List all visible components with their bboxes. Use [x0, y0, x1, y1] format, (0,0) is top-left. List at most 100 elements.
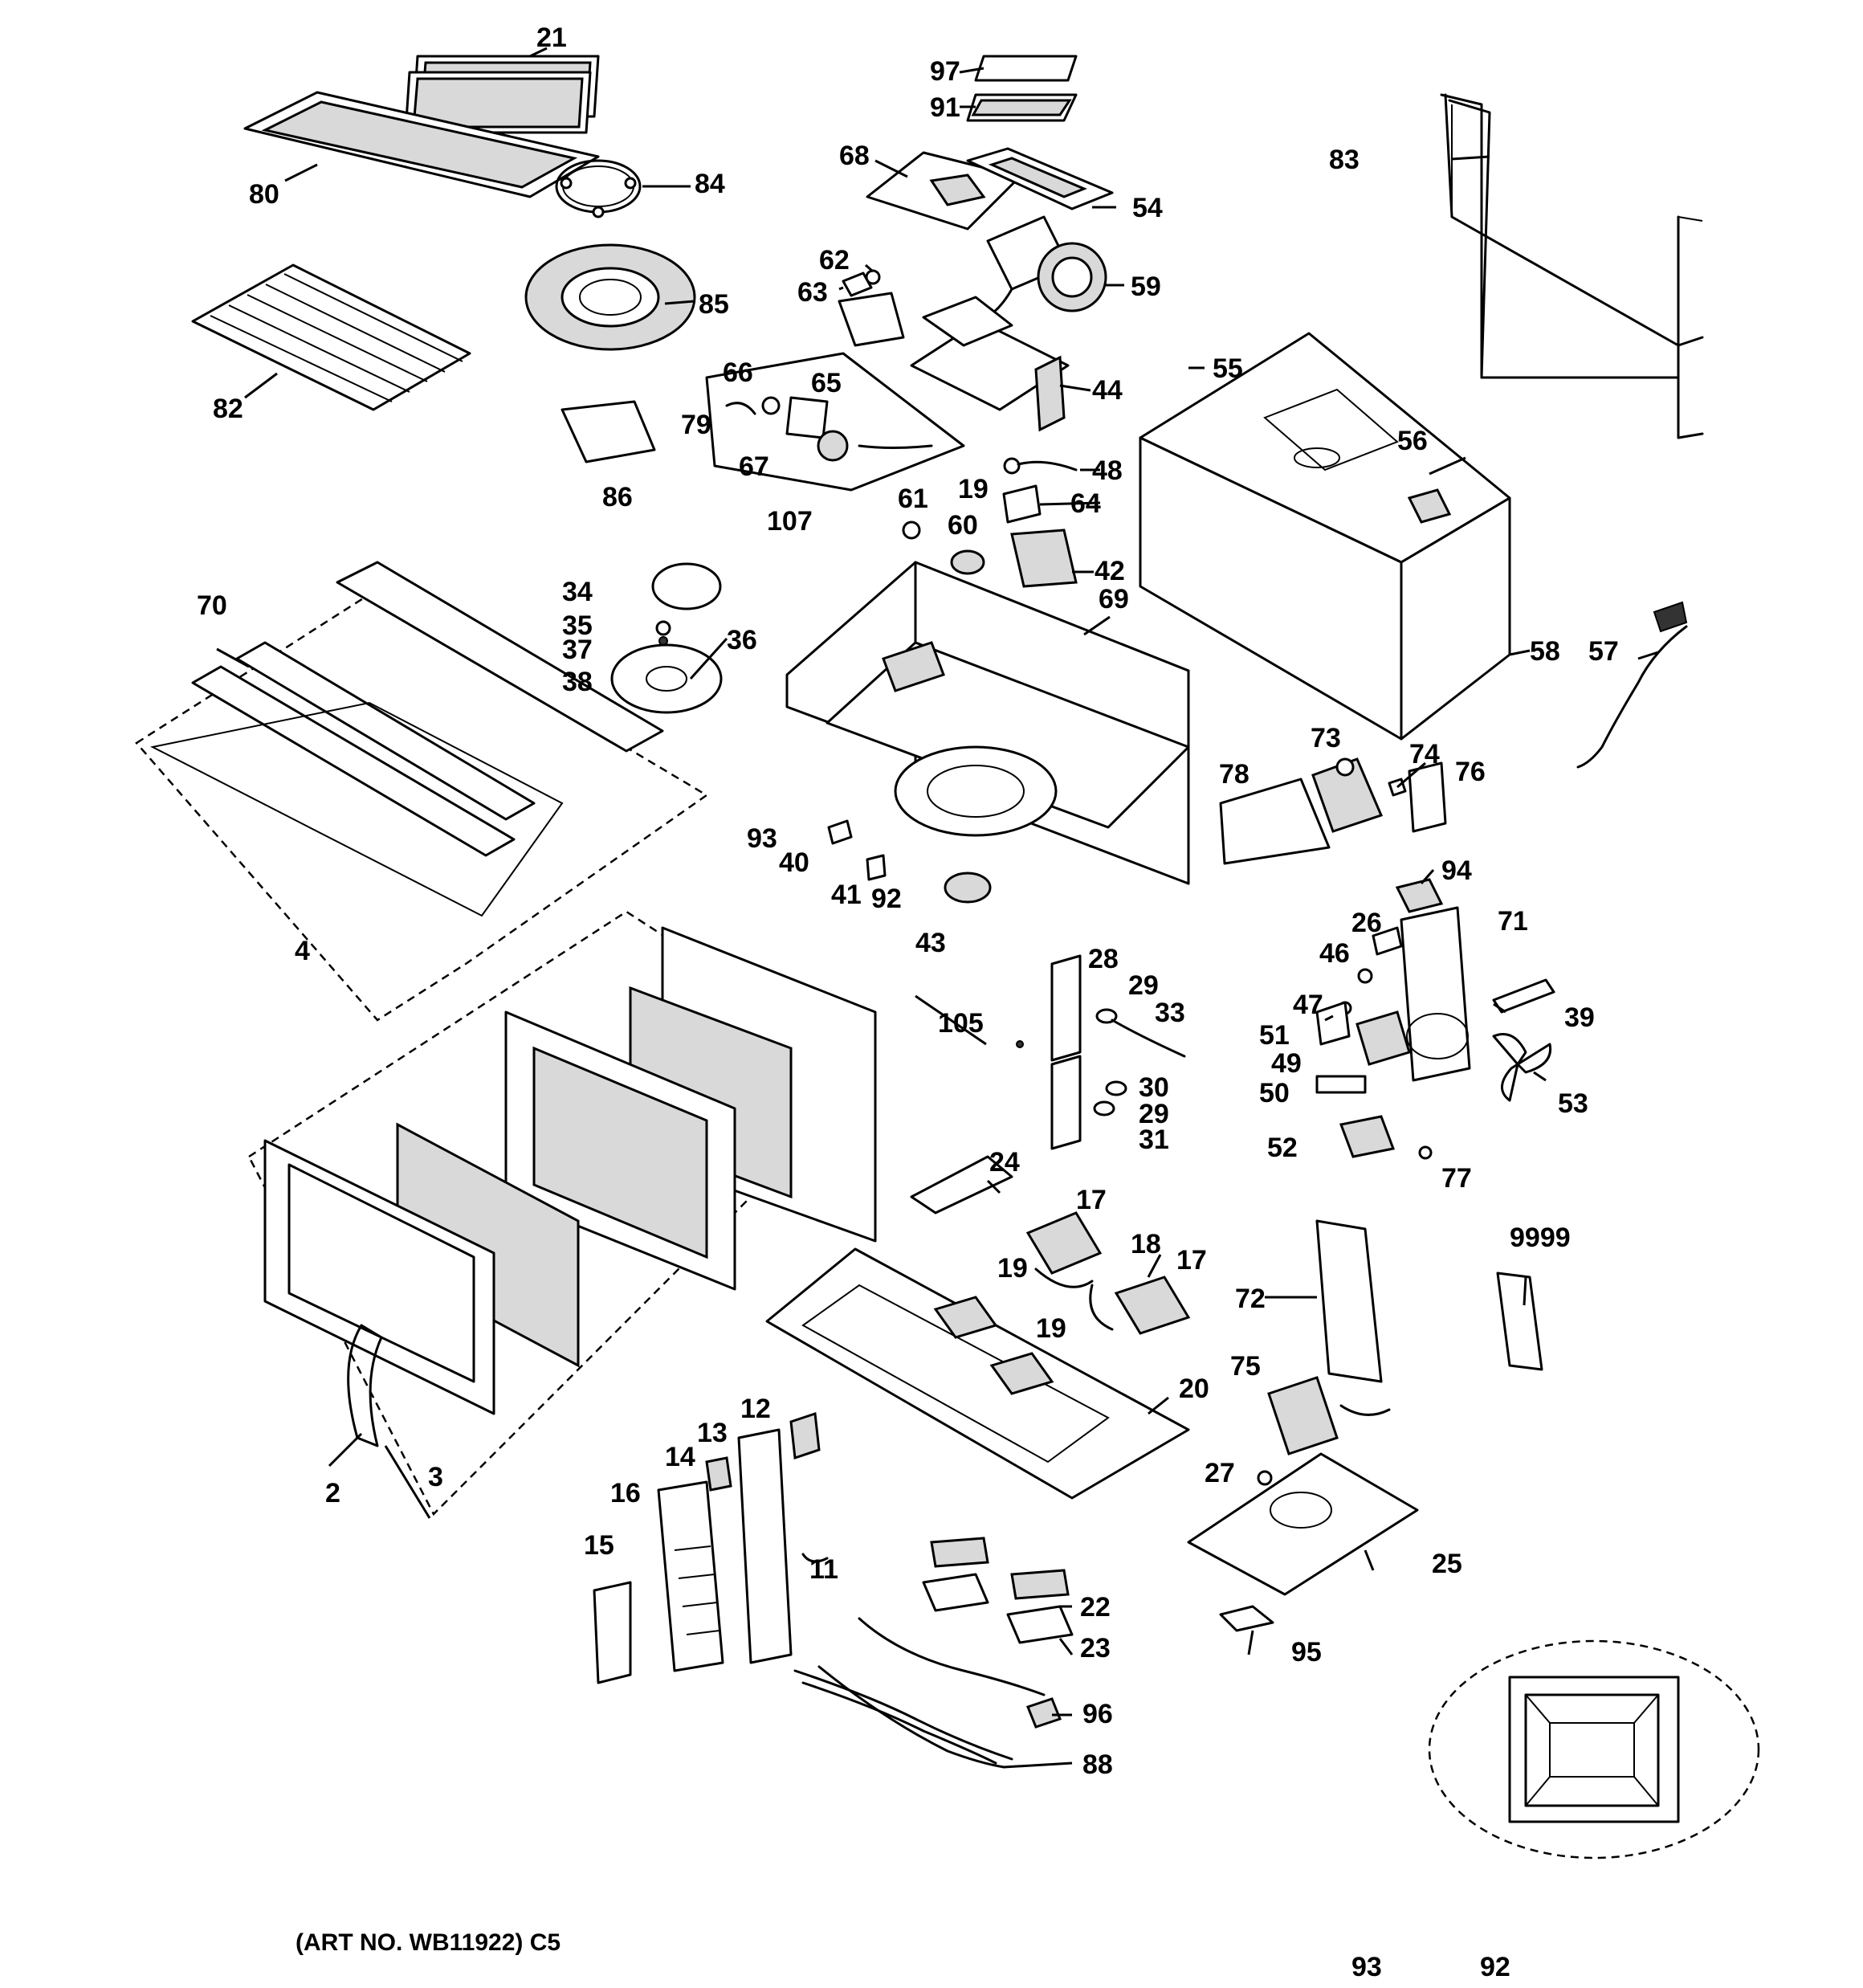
- parts-22-23-light-covers: [922, 1537, 1074, 1644]
- callout-58: 58: [1530, 636, 1560, 667]
- callout-97: 97: [930, 56, 960, 87]
- callout-56: 56: [1397, 426, 1428, 456]
- part-39-53-fan-blade: [1492, 978, 1555, 1102]
- part-73-magnetron: [1311, 757, 1384, 833]
- callout-19-top: 19: [958, 474, 989, 504]
- part-75-transformer: [1267, 1376, 1391, 1455]
- callout-47: 47: [1293, 990, 1323, 1020]
- callout-17-lower: 17: [1176, 1245, 1207, 1276]
- callout-75: 75: [1230, 1351, 1261, 1382]
- part-86-instruction-card: [561, 400, 656, 463]
- part-58-outer-case: [1139, 332, 1511, 741]
- callout-43: 43: [915, 928, 946, 958]
- callout-64: 64: [1070, 488, 1101, 519]
- callout-9999: 9999: [1510, 1223, 1571, 1253]
- part-21-grease-filters: [404, 55, 600, 134]
- callout-4: 4: [295, 936, 310, 966]
- callout-14: 14: [665, 1442, 695, 1472]
- callout-42: 42: [1095, 556, 1125, 586]
- part-62-63-fan-bits: [838, 269, 905, 347]
- callout-24: 24: [989, 1147, 1020, 1178]
- part-94-71-control-board: [1395, 878, 1471, 1082]
- callout-94: 94: [1441, 855, 1472, 886]
- callout-53: 53: [1558, 1088, 1588, 1119]
- part-24-bracket: [910, 1155, 1013, 1214]
- part-57-power-cord: [1576, 601, 1688, 769]
- callout-85: 85: [699, 289, 729, 320]
- callout-36: 36: [727, 625, 757, 655]
- part-72-waveguide-cover: [1315, 1219, 1383, 1383]
- callout-30: 30: [1139, 1072, 1169, 1103]
- callout-28: 28: [1088, 944, 1119, 974]
- callout-16: 16: [610, 1478, 641, 1508]
- callout-40: 40: [779, 847, 809, 878]
- part-82-cooking-rack: [191, 263, 471, 411]
- callout-59: 59: [1131, 271, 1161, 302]
- part-97-91-vent-plates: [966, 55, 1078, 122]
- callout-61: 61: [898, 484, 928, 514]
- callout-11: 11: [809, 1554, 838, 1585]
- callout-77: 77: [1441, 1163, 1472, 1194]
- callout-95: 95: [1291, 1637, 1322, 1668]
- callout-50: 50: [1259, 1078, 1290, 1108]
- part-68-vent-cover: [866, 151, 1021, 231]
- callout-21: 21: [536, 22, 567, 53]
- callout-74: 74: [1409, 739, 1440, 769]
- callout-88: 88: [1082, 1749, 1113, 1780]
- callout-68: 68: [839, 141, 870, 171]
- callout-82: 82: [213, 394, 243, 424]
- callout-55: 55: [1213, 353, 1243, 384]
- part-80-charcoal-filter: [243, 91, 600, 198]
- part-59-fan-motor: [974, 215, 1107, 323]
- callout-17-upper: 17: [1076, 1185, 1107, 1215]
- inset-detail-cavity-ceiling: [1428, 1639, 1760, 1859]
- callout-69: 69: [1099, 584, 1129, 614]
- part-74-76-thermal-cutouts: [1388, 761, 1447, 833]
- part-84-roller-ring: [555, 159, 642, 218]
- callout-78: 78: [1219, 759, 1249, 790]
- callout-numbers: 21 80 84 85 82 86 97 91 68 54 62 63 59 6…: [197, 22, 1619, 1982]
- callout-22: 22: [1080, 1592, 1111, 1623]
- callout-52: 52: [1267, 1133, 1298, 1163]
- part-78-air-guide: [1219, 778, 1331, 865]
- callout-37: 37: [562, 635, 593, 665]
- callout-26: 26: [1351, 908, 1382, 938]
- callout-73: 73: [1311, 723, 1341, 753]
- callout-76: 76: [1455, 757, 1486, 787]
- part-2-door-assembly: [247, 910, 877, 1517]
- callout-12: 12: [740, 1394, 771, 1424]
- callout-20: 20: [1179, 1374, 1209, 1404]
- part-44-fan-bracket: [910, 296, 1070, 432]
- part-9999-document: [1496, 1272, 1543, 1371]
- parts-25-27-95-base-plate: [1187, 1452, 1419, 1632]
- callout-72: 72: [1235, 1284, 1266, 1314]
- parts-12-13-14-16-15-control-pads: [593, 1411, 829, 1684]
- callout-38: 38: [562, 667, 593, 697]
- part-20-bottom-plate: [765, 1247, 1190, 1500]
- callout-92-inset: 92: [1480, 1952, 1510, 1982]
- callout-13: 13: [697, 1418, 728, 1448]
- callout-29-upper: 29: [1128, 970, 1159, 1001]
- parts-28-33-interlock-switches: [1016, 954, 1186, 1150]
- part-107-fan-assembly-box: [705, 352, 965, 492]
- callout-34: 34: [562, 577, 593, 607]
- callout-83: 83: [1329, 145, 1360, 175]
- callout-25: 25: [1432, 1549, 1462, 1579]
- callout-51: 51: [1259, 1020, 1290, 1051]
- callout-29-lower: 29: [1139, 1099, 1169, 1129]
- callout-79: 79: [681, 410, 711, 440]
- callout-19-mid: 19: [997, 1253, 1028, 1284]
- callout-96: 96: [1082, 1699, 1113, 1729]
- part-40-41-43-small-parts: [827, 819, 992, 904]
- callout-3: 3: [428, 1462, 443, 1492]
- callout-46: 46: [1319, 938, 1350, 969]
- callout-23: 23: [1080, 1633, 1111, 1663]
- part-42-vent-grille: [1010, 529, 1078, 588]
- callout-44: 44: [1092, 375, 1123, 406]
- callout-84: 84: [695, 169, 725, 199]
- leader-lines: [216, 47, 1659, 1769]
- callout-31: 31: [1139, 1125, 1169, 1155]
- callout-105: 105: [938, 1008, 984, 1039]
- oven-cavity: [785, 561, 1190, 885]
- part-54-damper: [966, 147, 1114, 210]
